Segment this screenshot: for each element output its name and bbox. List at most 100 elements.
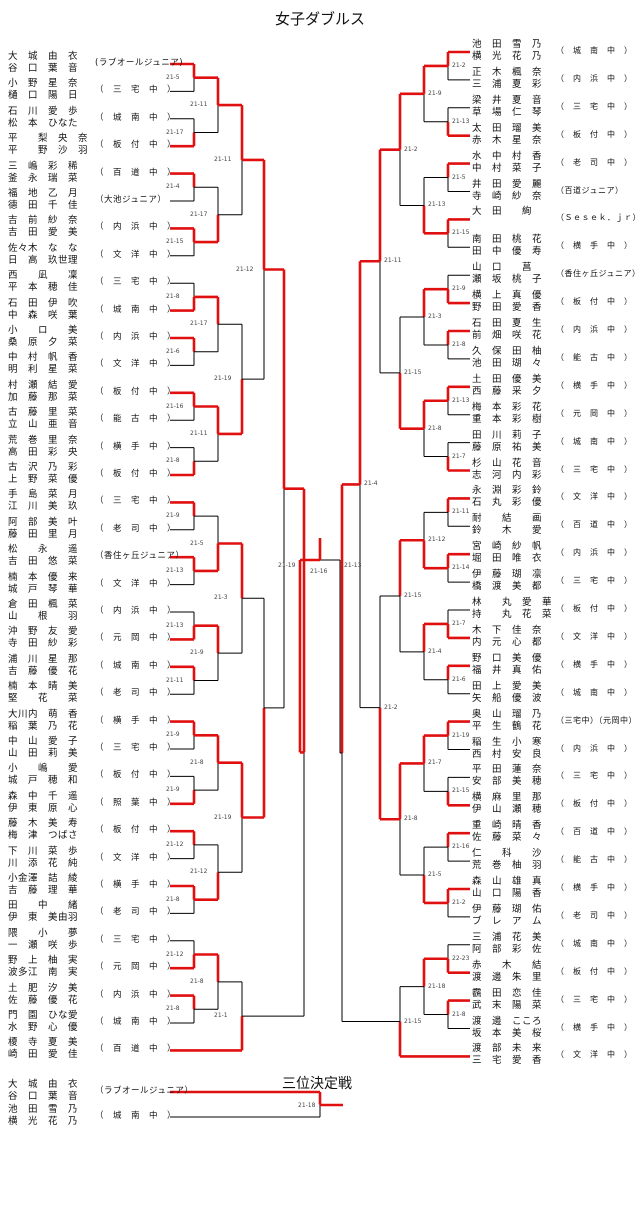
match-score: 21-8 <box>452 1010 466 1018</box>
player-name: 森 中 千 遥 <box>8 790 79 802</box>
player-name: 上 野 菜 優 <box>8 474 79 485</box>
player-name: 福 地 乙 月 <box>8 188 79 199</box>
match-score: 21-16 <box>166 402 184 410</box>
team-name: （ 三 宅 中 ） <box>556 464 633 474</box>
player-name: 赤 木 星 奈 <box>472 134 543 146</box>
team-name: （ 内 浜 中 ） <box>556 743 633 753</box>
team-name: （ 三 宅 中 ） <box>556 771 633 781</box>
player-name: 木 下 佳 奈 <box>472 624 543 636</box>
player-name: 靏 田 恋 佳 <box>472 987 543 999</box>
team-name: （ 文 洋 中 ） <box>556 492 633 502</box>
match-score: 21-9 <box>190 649 204 657</box>
player-name: 谷 口 葉 音 <box>8 63 79 74</box>
player-name: 重 本 彩 樹 <box>472 413 543 425</box>
player-name: 西 凪 凜 <box>8 270 79 282</box>
team-name: （香住ヶ丘ジュニア） <box>95 551 185 562</box>
team-name: （ 城 南 中 ） <box>556 687 633 697</box>
team-name: （ 城 南 中 ） <box>95 1111 177 1121</box>
player-name: 小金澤 詰 綾 <box>8 873 79 884</box>
player-name: 森 山 雄 真 <box>472 876 543 887</box>
player-name: 田 中 優 寿 <box>472 246 543 258</box>
player-name: 浦 川 星 那 <box>8 653 79 665</box>
player-name: 石 川 愛 歩 <box>8 105 79 117</box>
player-name: 渡 部 未 来 <box>472 1043 543 1055</box>
match-score: 21-11 <box>214 155 232 163</box>
match-score: 21-19 <box>214 375 232 383</box>
match-score: 21-12 <box>166 840 184 848</box>
team-name: （ 城 南 中 ） <box>556 938 633 948</box>
player-name: 村 瀬 結 愛 <box>8 379 79 391</box>
match-score: 21-2 <box>452 61 466 69</box>
team-name: （ 城 南 中 ） <box>95 660 177 671</box>
player-name: 太 田 瑠 美 <box>472 122 543 134</box>
player-name: 伊 山 瀬 穂 <box>472 804 543 816</box>
team-name: （ 横 手 中 ） <box>95 715 177 726</box>
team-name: （ 三 宅 中 ） <box>556 576 633 586</box>
player-name: 阿 部 彩 佐 <box>472 943 543 955</box>
player-name: 志 河 内 彩 <box>472 469 543 481</box>
player-name: 德 田 千 佳 <box>8 200 79 211</box>
player-name: 田 川 莉 子 <box>472 429 543 441</box>
player-name: 加 藤 那 菜 <box>8 391 79 403</box>
match-score: 21-13 <box>166 621 184 629</box>
match-score: 21-9 <box>166 786 180 794</box>
team-name: （ 城 南 中 ） <box>95 1017 177 1027</box>
player-name: 古 藤 里 菜 <box>8 407 79 419</box>
player-name: 仁 科 沙 <box>472 848 543 860</box>
match-score: 21-11 <box>166 676 184 684</box>
match-score: 21-5 <box>166 73 180 81</box>
match-score: 21-18 <box>298 1102 316 1109</box>
player-name: 横 光 花 乃 <box>472 51 543 62</box>
match-score: 21-7 <box>452 619 466 627</box>
player-name: 大 城 由 衣 <box>8 51 79 62</box>
team-name: （ 老 司 中 ） <box>95 907 177 918</box>
player-name: 梁 井 夏 音 <box>472 94 543 106</box>
team-name: （ 老 司 中 ） <box>556 157 633 167</box>
player-name: 城 戸 穂 和 <box>8 775 79 787</box>
player-name: 下 川 菜 歩 <box>8 845 79 857</box>
match-score: 21-8 <box>190 758 204 766</box>
player-name: 瀬 坂 桃 子 <box>472 274 543 286</box>
team-name: （ 城 南 中 ） <box>556 46 633 55</box>
player-name: 波多江 南 実 <box>8 967 79 979</box>
player-name: 佐 藤 優 花 <box>8 994 79 1006</box>
team-name: （ 板 付 中 ） <box>556 297 633 307</box>
team-name: （ 文 洋 中 ） <box>556 631 633 641</box>
player-name: 水 中 村 香 <box>472 150 543 162</box>
team-name: （ 板 付 中 ） <box>556 966 633 976</box>
player-name: 石 丸 彩 優 <box>472 497 543 509</box>
match-score: 21-5 <box>452 173 466 181</box>
player-name: 池 田 雪 乃 <box>8 1104 79 1115</box>
player-name: 赤 木 結 <box>472 959 543 971</box>
match-score: 21-3 <box>214 594 228 602</box>
team-name: （ 板 付 中 ） <box>556 129 633 139</box>
player-name: 中 村 帆 香 <box>8 352 79 364</box>
match-score: 21-8 <box>428 424 442 432</box>
third-place-title: 三位決定戦 <box>282 1076 352 1092</box>
match-score: 21-12 <box>190 868 208 876</box>
player-name: 隈 小 夢 <box>8 927 79 939</box>
player-name: 安 部 美 穂 <box>472 776 543 788</box>
player-name: 山 口 菖 <box>472 262 533 274</box>
team-name: （ 内 浜 中 ） <box>95 222 177 233</box>
match-score: 21-15 <box>166 238 184 246</box>
team-name: （ 内 浜 中 ） <box>556 548 633 558</box>
player-name: 土 肥 汐 美 <box>8 982 79 994</box>
player-name: 福 井 真 佑 <box>472 664 543 676</box>
team-name: （ 横 手 中 ） <box>556 241 633 251</box>
player-name: 田 上 愛 美 <box>472 680 543 692</box>
team-name: （ 横 手 中 ） <box>95 441 177 452</box>
match-score: 21-18 <box>428 982 446 990</box>
match-score: 21-4 <box>166 183 180 191</box>
match-score: 21-9 <box>428 89 442 97</box>
team-name: （ 百 道 中 ） <box>556 520 633 530</box>
player-name: 松 本 ひなた <box>8 117 79 129</box>
player-name: 土 田 優 美 <box>472 373 543 385</box>
team-name: （ 内 浜 中 ） <box>556 325 633 334</box>
player-name: 荒 巻 柚 羽 <box>472 860 543 872</box>
player-name: 草 場 仁 琴 <box>472 106 543 118</box>
player-name: 平 本 穂 佳 <box>8 282 79 294</box>
player-name: 城 戸 琴 華 <box>8 583 79 595</box>
player-name: 平 田 蓮 奈 <box>472 764 543 776</box>
